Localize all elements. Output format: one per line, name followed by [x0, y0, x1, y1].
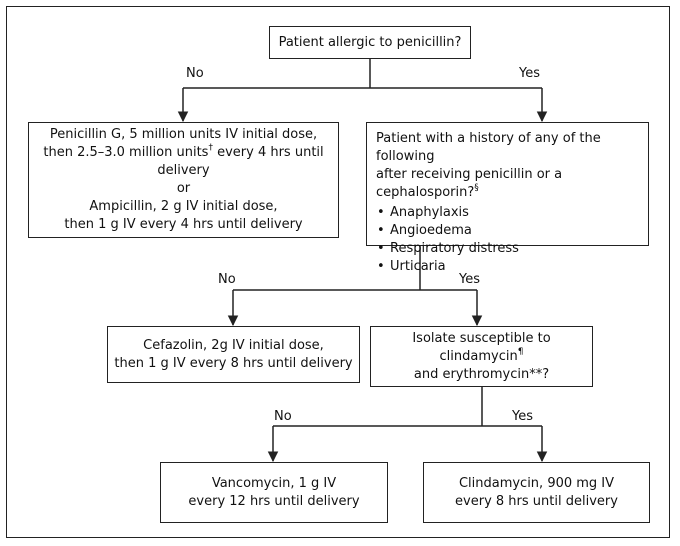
- isolate-line-1-text: Isolate susceptible to clindamycin: [412, 330, 551, 364]
- label-yes-3: Yes: [512, 409, 533, 424]
- bullet-urticaria: Urticaria: [376, 258, 648, 276]
- label-no-2: No: [218, 272, 236, 287]
- dagger-footnote-mark: †: [208, 143, 213, 153]
- cefazolin-regimen-box: Cefazolin, 2g IV initial dose, then 1 g …: [107, 326, 360, 383]
- penicillin-line-2-text: then 2.5–3.0 million units: [43, 145, 209, 160]
- isolate-susceptibility-box: Isolate susceptible to clindamycin¶ and …: [370, 326, 593, 387]
- root-question-text: Patient allergic to penicillin?: [278, 34, 462, 50]
- penicillin-regimen-box: Penicillin G, 5 million units IV initial…: [28, 122, 339, 238]
- cefazolin-line-1: Cefazolin, 2g IV initial dose,: [143, 337, 324, 353]
- bullet-anaphylaxis: Anaphylaxis: [376, 204, 648, 222]
- history-line-2: after receiving penicillin or a cephalos…: [376, 166, 648, 202]
- vancomycin-regimen-box: Vancomycin, 1 g IV every 12 hrs until de…: [160, 462, 388, 523]
- penicillin-line-or: or: [176, 181, 191, 196]
- clindamycin-line-2: every 8 hrs until delivery: [455, 493, 618, 509]
- penicillin-line-2-tail: every 4 hrs until delivery: [157, 145, 324, 178]
- section-footnote-mark: §: [474, 183, 479, 193]
- diagram-frame: [6, 6, 670, 538]
- history-line-2-text: after receiving penicillin or a cephalos…: [376, 167, 563, 200]
- pilcrow-footnote-mark: ¶: [517, 346, 524, 357]
- root-question-box: Patient allergic to penicillin?: [269, 26, 471, 59]
- cefazolin-line-2: then 1 g IV every 8 hrs until delivery: [114, 355, 353, 371]
- history-bullet-list: Anaphylaxis Angioedema Respiratory distr…: [376, 204, 648, 276]
- connector-root: [183, 58, 542, 89]
- label-yes-1: Yes: [519, 66, 540, 81]
- penicillin-line-2: then 2.5–3.0 million units† every 4 hrs …: [29, 144, 338, 180]
- connector-isolate: [273, 386, 542, 427]
- bullet-respiratory-distress: Respiratory distress: [376, 240, 648, 258]
- vancomycin-line-2: every 12 hrs until delivery: [188, 493, 360, 509]
- isolate-line-2: and erythromycin**?: [413, 366, 550, 382]
- label-no-1: No: [186, 66, 204, 81]
- vancomycin-line-1: Vancomycin, 1 g IV: [211, 475, 337, 491]
- clindamycin-regimen-box: Clindamycin, 900 mg IV every 8 hrs until…: [423, 462, 650, 523]
- penicillin-line-1: Penicillin G, 5 million units IV initial…: [49, 127, 318, 142]
- bullet-angioedema: Angioedema: [376, 222, 648, 240]
- ampicillin-line-2: then 1 g IV every 4 hrs until delivery: [64, 217, 303, 232]
- allergy-history-box: Patient with a history of any of the fol…: [366, 122, 649, 276]
- clindamycin-line-1: Clindamycin, 900 mg IV: [458, 475, 615, 491]
- ampicillin-line-1: Ampicillin, 2 g IV initial dose,: [89, 199, 278, 214]
- isolate-line-1: Isolate susceptible to clindamycin¶: [371, 330, 592, 366]
- label-no-3: No: [274, 409, 292, 424]
- history-line-1: Patient with a history of any of the fol…: [376, 131, 601, 164]
- label-yes-2: Yes: [459, 272, 480, 287]
